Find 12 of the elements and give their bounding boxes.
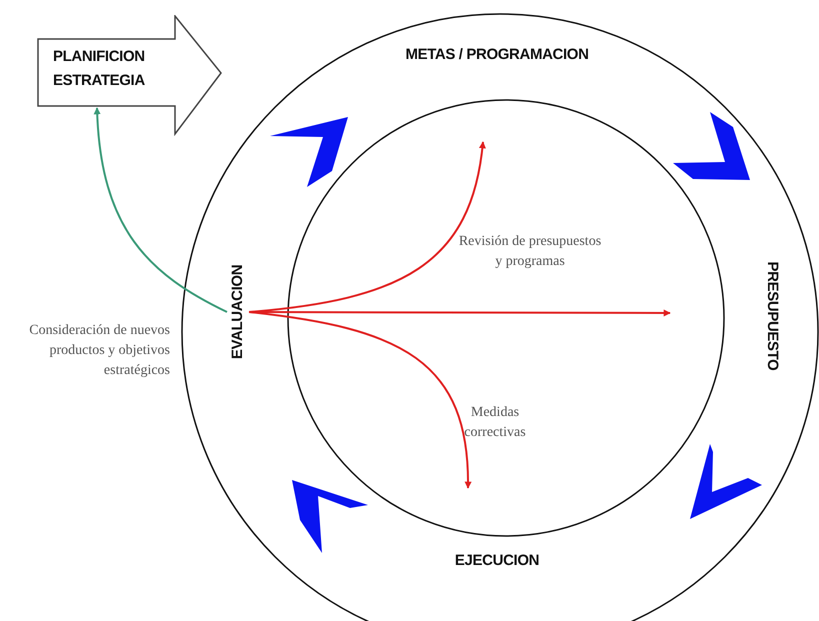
block-arrow [37, 15, 223, 136]
arrow [248, 311, 472, 489]
note-text: Revisión de presupuestos y programas [458, 233, 602, 271]
note-text: Consideración de nuevos productos y objetivos estratégicos [28, 322, 170, 380]
stage-label: EVALUACION [229, 260, 247, 364]
stage-label: METAS / PROGRAMACION [377, 46, 617, 64]
arrow [94, 107, 228, 313]
arrow [249, 309, 671, 316]
note-text: Medidas correctivas [463, 404, 527, 442]
stage-label: EJECUCION [437, 552, 557, 570]
stage-label: PRESUPUESTO [763, 256, 781, 376]
block-label: PLANIFICION ESTRATEGIA [53, 47, 146, 91]
